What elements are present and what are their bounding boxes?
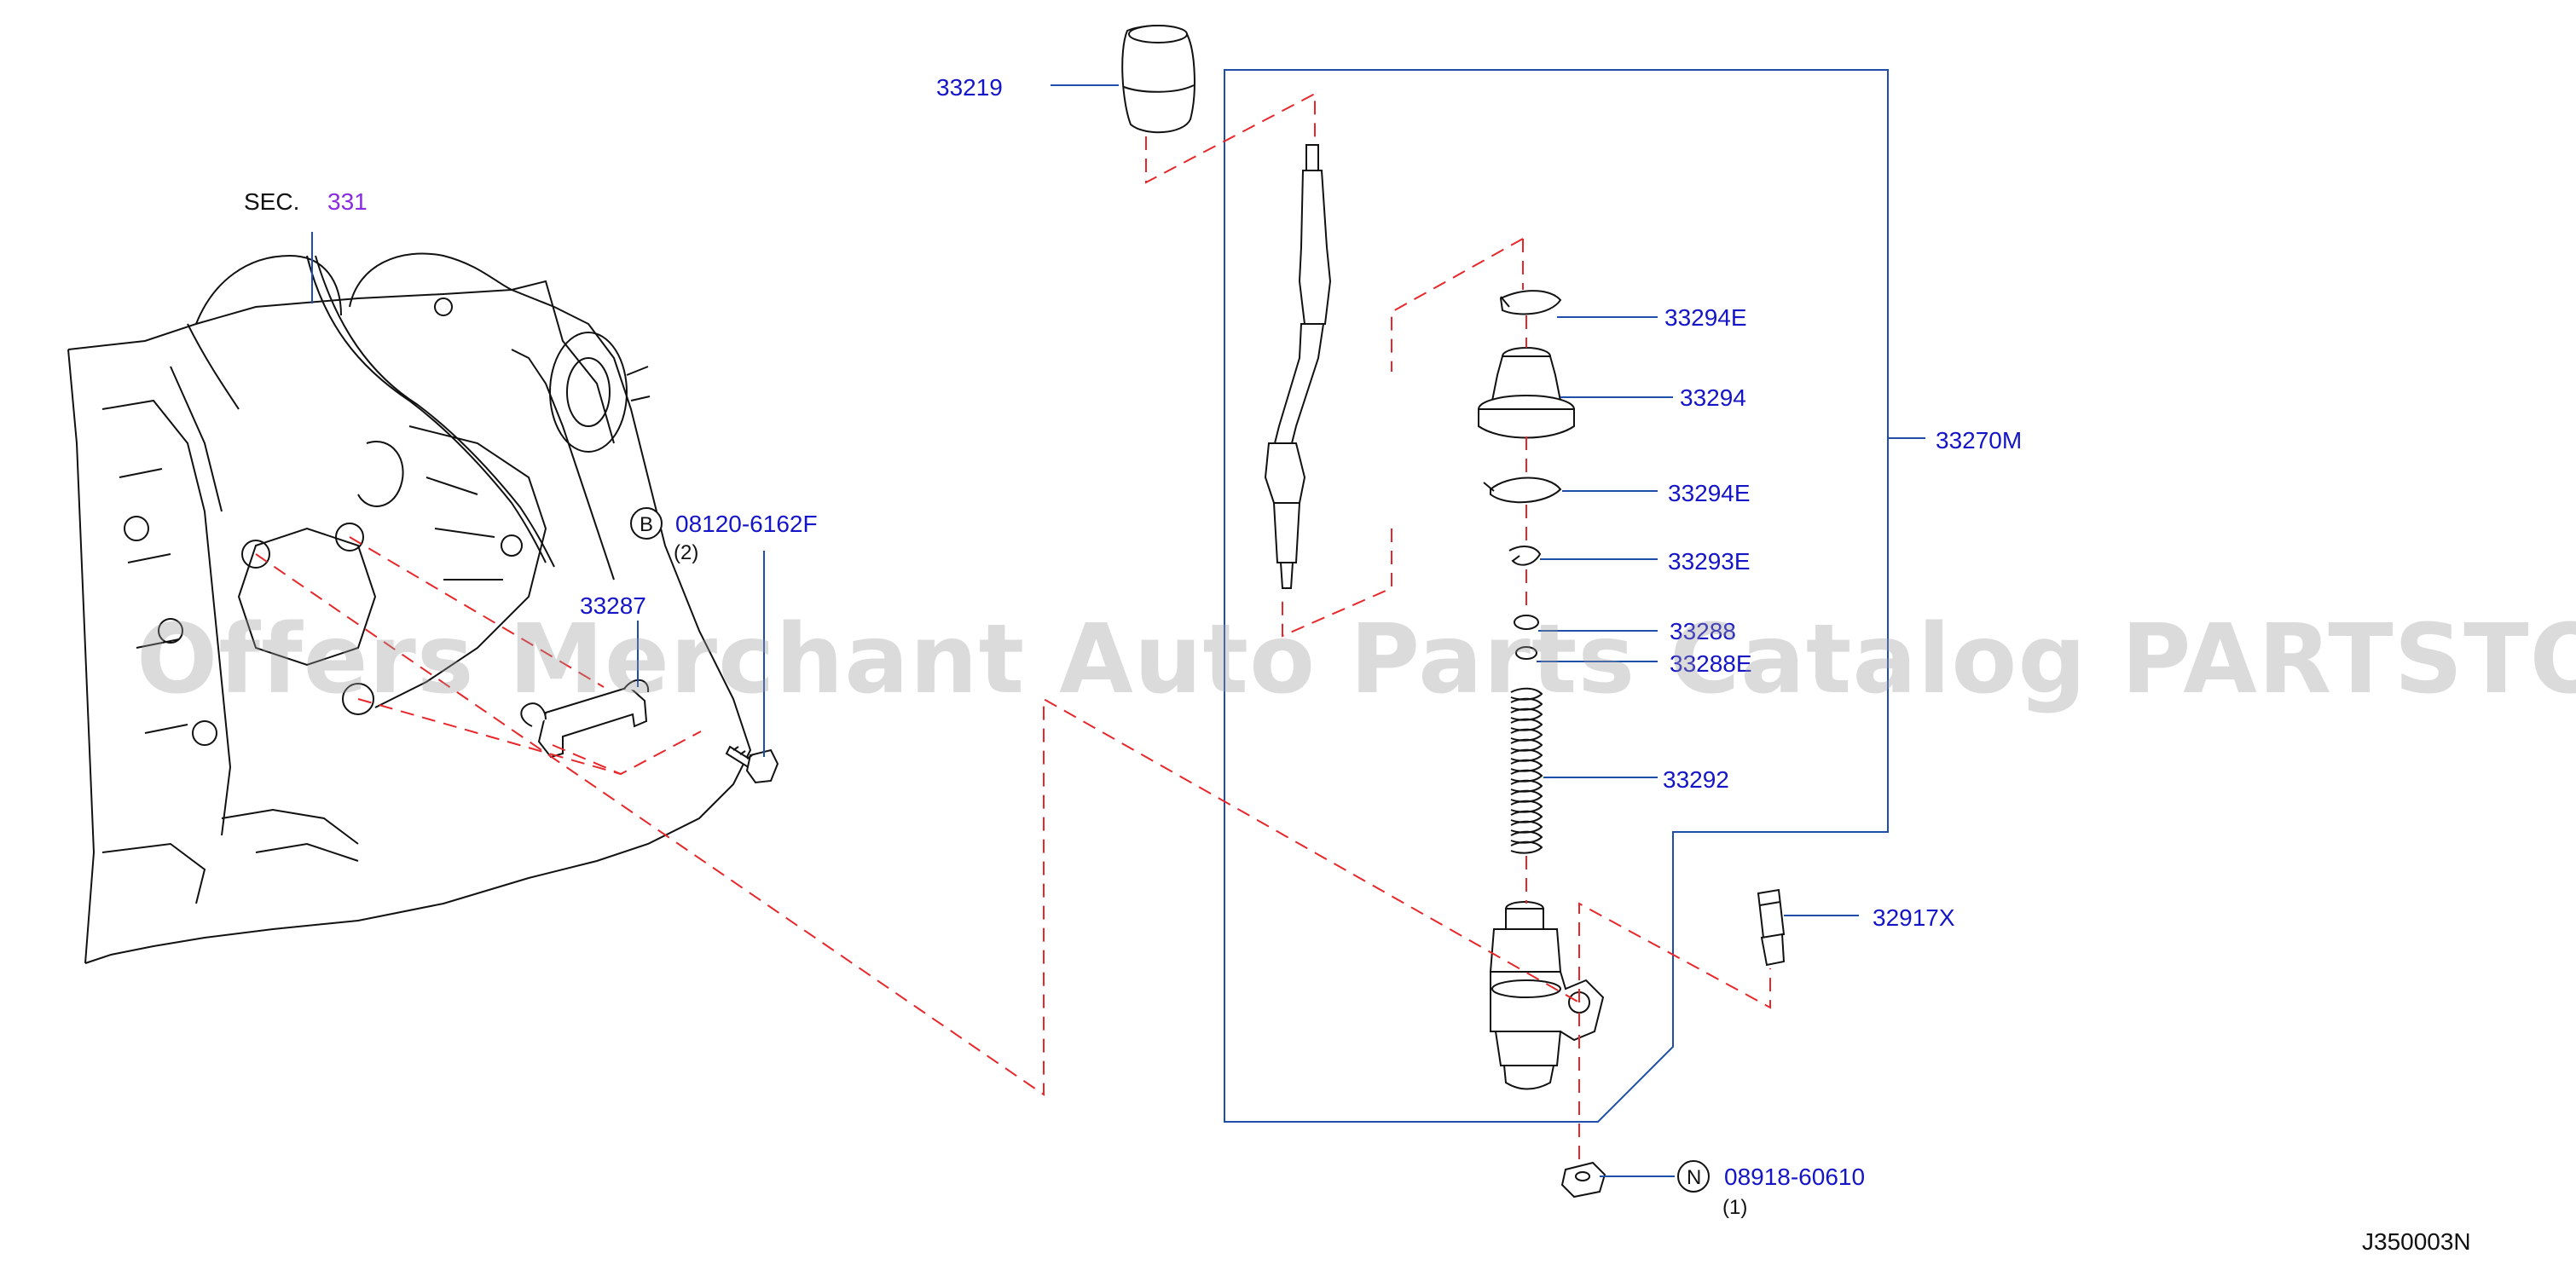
bolt-quantity: (2) xyxy=(674,541,698,564)
callout-knob[interactable]: 33219 xyxy=(936,74,1003,101)
nut-symbol: N xyxy=(1687,1166,1701,1189)
circlip-mid xyxy=(1483,477,1562,504)
bracket xyxy=(520,679,650,759)
section-number-label[interactable]: 331 xyxy=(327,188,368,215)
callout-ring[interactable]: 33288E xyxy=(1670,650,1752,677)
nut xyxy=(1560,1161,1606,1199)
bolt-symbol: B xyxy=(640,513,653,536)
bolt xyxy=(725,745,779,784)
shift-housing xyxy=(1489,901,1605,1090)
snap-ring xyxy=(1508,546,1542,566)
callout-circlip-top[interactable]: 33294E xyxy=(1664,304,1747,331)
callout-washer[interactable]: 33288 xyxy=(1670,618,1736,644)
nut-symbol-circle xyxy=(1677,1160,1710,1193)
ring xyxy=(1515,646,1537,660)
bolt-symbol-circle xyxy=(630,507,663,540)
callout-snap-ring[interactable]: 33293E xyxy=(1668,548,1751,575)
pin xyxy=(1757,888,1786,967)
assembly-dashed-lines xyxy=(255,92,1771,1159)
washer xyxy=(1514,615,1539,630)
nut-quantity: (1) xyxy=(1722,1196,1747,1219)
circlip-top xyxy=(1499,290,1562,315)
callout-bracket[interactable]: 33287 xyxy=(580,592,646,619)
callout-circlip-mid[interactable]: 33294E xyxy=(1668,480,1751,506)
assembly-boundary xyxy=(1224,69,1889,1123)
callout-leaders xyxy=(311,84,1925,1177)
callout-bushing[interactable]: 33294 xyxy=(1680,384,1746,411)
bushing xyxy=(1478,347,1575,439)
shift-lever-rod xyxy=(1264,144,1332,589)
callout-spring[interactable]: 33292 xyxy=(1663,766,1729,793)
diagram-id: J350003N xyxy=(2362,1228,2471,1255)
callout-labels: SEC. 331 33219 33294E 33294 33270M 33294… xyxy=(244,74,2471,1255)
callout-bolt[interactable]: 08120-6162F xyxy=(675,511,818,537)
shift-knob xyxy=(1121,25,1195,134)
watermark-text: Offers Merchant Auto Parts Catalog PARTS… xyxy=(136,604,2576,715)
callout-assembly[interactable]: 33270M xyxy=(1936,427,2022,453)
spring-coil-path xyxy=(1510,687,1543,854)
callout-nut[interactable]: 08918-60610 xyxy=(1724,1164,1865,1190)
spring xyxy=(1510,687,1543,854)
callout-pin[interactable]: 32917X xyxy=(1873,904,1955,931)
transmission-illustration xyxy=(67,252,752,964)
section-prefix-label: SEC. xyxy=(244,188,299,215)
